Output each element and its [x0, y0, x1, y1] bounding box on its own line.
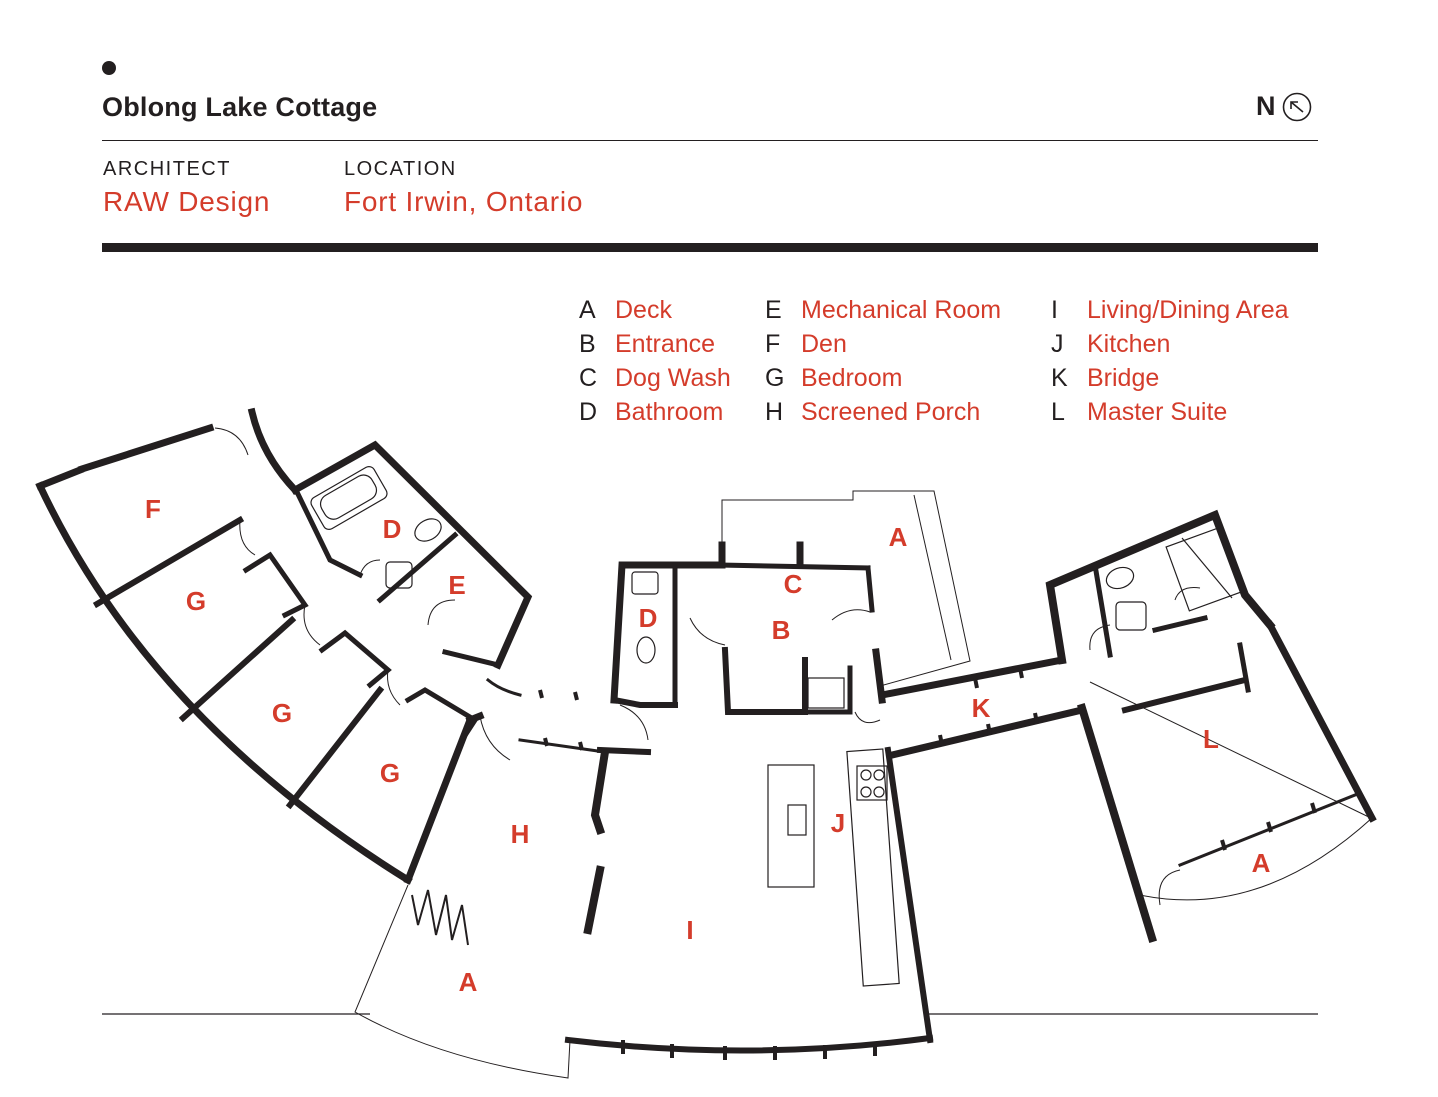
sink-icon [1115, 601, 1147, 631]
legend-item: E Mechanical Room [765, 293, 1001, 327]
room-label-g1: G [186, 586, 206, 616]
room-label-g2: G [272, 698, 292, 728]
legend-letter: G [765, 363, 785, 392]
room-label-f: F [145, 494, 161, 524]
room-labels: F G G G D E H A D C B A I J K L A [145, 494, 1271, 997]
legend-name: Bridge [1087, 363, 1160, 392]
legend-item: D Bathroom [579, 395, 731, 429]
room-label-i: I [686, 915, 693, 945]
kitchen-island [767, 764, 815, 888]
sink-icon [385, 561, 413, 589]
legend-name: Deck [615, 295, 672, 324]
legend-column-2: E Mechanical Room F Den G Bedroom H Screened… [765, 293, 1001, 429]
north-arrow-icon [1282, 92, 1311, 121]
window-mullions [538, 667, 1317, 1060]
header-divider [102, 140, 1318, 141]
architect-value: RAW Design [103, 186, 271, 217]
legend-letter: J [1051, 329, 1064, 358]
legend-name: Master Suite [1087, 397, 1228, 426]
legend-name: Mechanical Room [801, 295, 1002, 324]
legend-item: H Screened Porch [765, 395, 1001, 429]
toilet-icon [414, 518, 442, 542]
legend-column-1: A Deck B Entrance C Dog Wash D Bathroom [579, 293, 731, 429]
legend-column-3: I Living/Dining Area J Kitchen K Bridge L Ma… [1051, 293, 1289, 429]
room-label-b: B [772, 615, 791, 645]
stove-icon [856, 765, 888, 801]
shower-icon [1165, 526, 1245, 612]
stairs-icon [411, 889, 469, 946]
legend-name: Screened Porch [801, 397, 981, 426]
architect-label: ARCHITECT [103, 158, 231, 180]
room-label-a-east: A [1252, 848, 1271, 878]
legend-item: K Bridge [1051, 361, 1289, 395]
legend-item: L Master Suite [1051, 395, 1289, 429]
north-indicator: N [1256, 91, 1312, 122]
room-label-e: E [448, 570, 465, 600]
fixtures [310, 466, 1245, 987]
legend-letter: F [765, 329, 781, 358]
room-label-g3: G [380, 758, 400, 788]
dog-wash-tub [807, 677, 845, 709]
legend-item: A Deck [579, 293, 731, 327]
legend-letter: B [579, 329, 596, 358]
legend-item: B Entrance [579, 327, 731, 361]
deck-outlines [354, 490, 1376, 1079]
section-divider [102, 243, 1318, 252]
location-value: Fort Irwin, Ontario [344, 186, 584, 217]
counter [846, 748, 900, 987]
legend-letter: L [1051, 397, 1065, 426]
room-label-k: K [972, 693, 991, 723]
room-label-a-west: A [459, 967, 478, 997]
legend-item: J Kitchen [1051, 327, 1289, 361]
toilet-icon [1105, 566, 1135, 590]
room-label-h: H [511, 819, 530, 849]
legend-name: Bathroom [615, 397, 724, 426]
toilet-icon [636, 636, 656, 664]
legend-letter: D [579, 397, 598, 426]
room-label-l: L [1203, 724, 1219, 754]
legend-item: G Bedroom [765, 361, 1001, 395]
bullet-dot [102, 61, 116, 75]
room-label-a-north: A [889, 522, 908, 552]
door-swings [214, 427, 1201, 906]
legend-item: C Dog Wash [579, 361, 731, 395]
legend-item: F Den [765, 327, 1001, 361]
room-label-c: C [784, 569, 803, 599]
room-label-j: J [831, 808, 845, 838]
legend-letter: A [579, 295, 596, 324]
legend-name: Living/Dining Area [1087, 295, 1289, 324]
legend-item: I Living/Dining Area [1051, 293, 1289, 327]
room-label-d-center: D [639, 603, 658, 633]
north-label: N [1256, 91, 1276, 121]
legend-name: Entrance [615, 329, 716, 358]
page-title: Oblong Lake Cottage [102, 92, 378, 122]
legend-letter: E [765, 295, 782, 324]
legend-name: Kitchen [1087, 329, 1171, 358]
legend-letter: H [765, 397, 784, 426]
sink-icon [631, 571, 659, 595]
legend-letter: I [1051, 295, 1058, 324]
legend-name: Den [801, 329, 847, 358]
location-label: LOCATION [344, 158, 457, 180]
bathtub-icon [310, 466, 388, 530]
room-label-d-west: D [383, 514, 402, 544]
legend-name: Dog Wash [615, 363, 731, 392]
legend-letter: C [579, 363, 598, 392]
walls [35, 407, 1377, 1054]
legend-name: Bedroom [801, 363, 903, 392]
legend-letter: K [1051, 363, 1068, 392]
sink-icon [787, 804, 807, 836]
